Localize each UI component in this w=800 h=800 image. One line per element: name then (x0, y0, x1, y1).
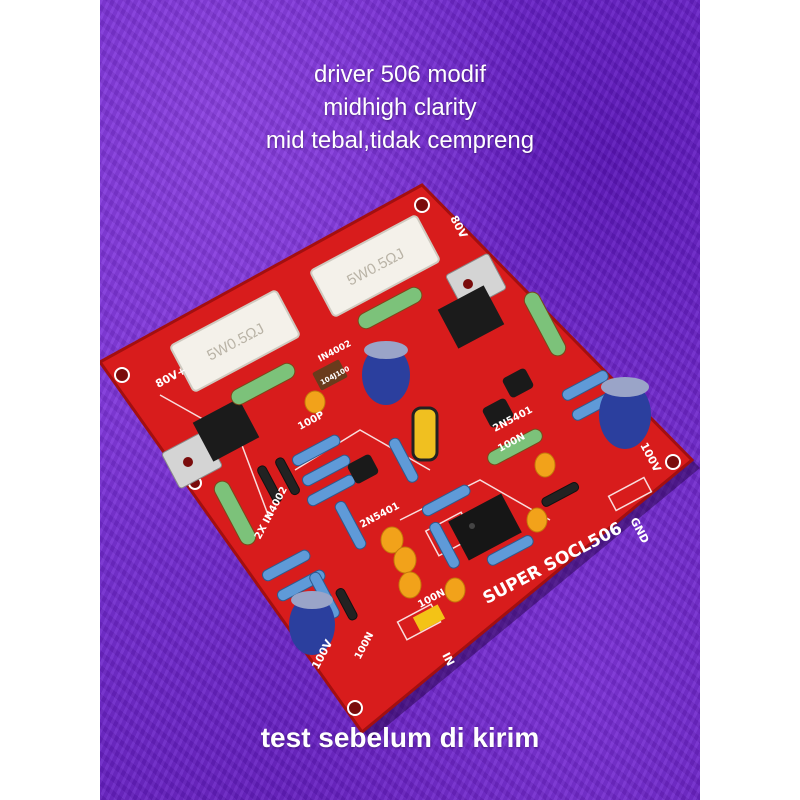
caption-top: driver 506 modif midhigh clarity mid teb… (100, 58, 700, 157)
power-resistor-2: 5W0.5ΩJ (310, 215, 440, 317)
power-resistor-1: 5W0.5ΩJ (170, 290, 300, 392)
caption-bottom: test sebelum di kirim (260, 722, 540, 753)
amplifier-board-illustration: 5W0.5ΩJ 5W0.5ΩJ (100, 183, 700, 740)
caption-line-3: mid tebal,tidak cempreng (265, 127, 535, 154)
ceramic-capacitors (304, 390, 556, 603)
small-transistors (312, 359, 534, 484)
green-resistors (213, 286, 567, 546)
transistor-right (437, 253, 507, 349)
product-photo: 5W0.5ΩJ 5W0.5ΩJ (100, 0, 700, 800)
caption-line-1: driver 506 modif (313, 61, 487, 88)
silk-gnd: GND (627, 515, 651, 545)
electrolytic-capacitors (289, 341, 651, 655)
diodes (257, 457, 580, 621)
ic-chip (448, 493, 522, 561)
input-header (412, 604, 446, 632)
transistor-left (161, 398, 260, 489)
caption-line-2: midhigh clarity (323, 94, 477, 121)
silk-in: IN (439, 650, 457, 668)
